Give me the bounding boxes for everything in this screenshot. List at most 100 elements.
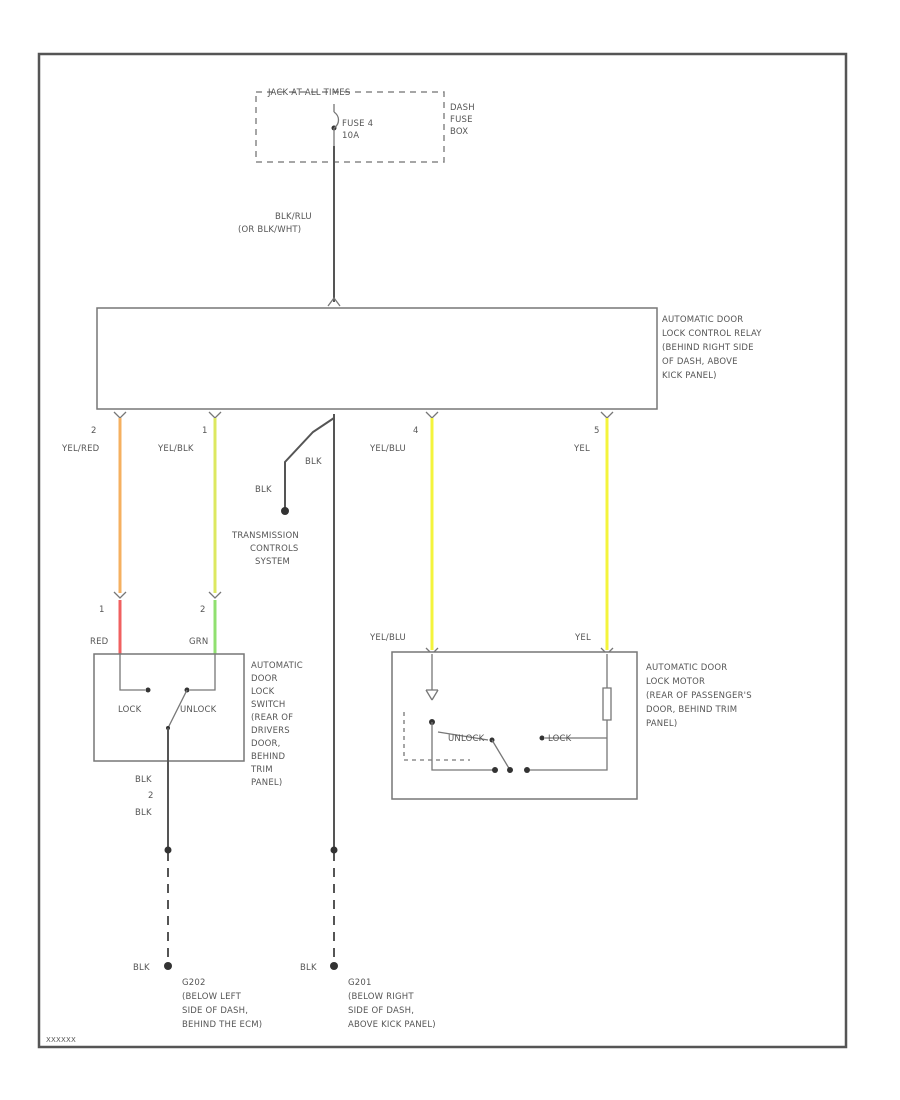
diagram-frame [37,52,848,1049]
motor-wire-label-yel-blu: YEL/BLU [369,633,406,643]
motor-wire-label-yel: YEL [574,633,591,643]
feed-wire-label-line1: BLK/RLU [275,212,312,222]
relay-pin2-number: 2 [91,426,97,436]
switch-ground-wire-bot: BLK [135,808,152,818]
motor-label-line4: DOOR, BEHIND TRIM [646,705,737,715]
wire-label-red: RED [90,637,109,647]
diagram-id: XXXXXX [46,1036,76,1044]
switch-lock-label: LOCK [118,705,142,715]
trans-label-line2: CONTROLS [250,544,299,554]
ground-g202-line2: SIDE OF DASH, [182,1006,248,1016]
relay-pin5-number: 5 [594,426,600,436]
switch-ground-wire-top: BLK [135,775,152,785]
relay-pin2-connector-icon [113,411,127,419]
motor-diode-icon [425,689,439,701]
ground-g201-splice-dot [330,846,338,854]
motor-dashed-link [403,712,470,761]
ground-g202-line1: (BELOW LEFT [182,992,242,1002]
lock-control-relay: AUTOMATIC DOOR LOCK CONTROL RELAY (BEHIN… [96,307,762,410]
ground-g202-id: G202 [182,978,206,988]
switch-pin2-connector-icon [208,591,222,599]
door-lock-motor: YEL/BLU YEL UNLOCK LOCK AUTOMATIC DOOR L… [369,633,752,800]
motor-circuit-left-lower [431,722,495,771]
relay-label-line1: AUTOMATIC DOOR [662,315,743,325]
switch-unlock-label: UNLOCK [180,705,217,715]
motor-lock-contact [539,735,545,741]
trans-wire [284,417,335,510]
ground-g201-line3: ABOVE KICK PANEL) [348,1020,436,1030]
fuse-label-line2: 10A [342,131,359,141]
motor-resistor-icon [602,687,612,721]
switch-label-line6: DRIVERS [251,726,290,736]
switch-label-line4: SWITCH [251,700,286,710]
fuse-box-header: JACK AT ALL TIMES [267,88,350,98]
fuse-box-side-label-1: DASH [450,103,475,113]
ground-g202-terminal-dot [164,962,172,970]
ground-g201-line1: (BELOW RIGHT [348,992,414,1002]
ground-g202-wire: BLK [133,963,150,973]
wire-label-blk-relay: BLK [305,457,322,467]
switch-label-line7: DOOR, [251,739,281,749]
switch-unlock-circuit [190,654,216,691]
switch-lock-contact [145,687,151,693]
ground-g201-line2: SIDE OF DASH, [348,1006,414,1016]
motor-label-line2: LOCK MOTOR [646,677,705,687]
wire-label-grn: GRN [189,637,208,647]
motor-unlock-label: UNLOCK [448,734,485,744]
motor-box [391,651,638,800]
ground-g201-wire: BLK [300,963,317,973]
trans-label-line3: SYSTEM [255,557,290,567]
ground-g202: BLK G202 (BELOW LEFT SIDE OF DASH, BEHIN… [133,963,262,1030]
feed-wire-label-line2: (OR BLK/WHT) [238,225,301,235]
switch-pin1-connector-icon [113,591,127,599]
relay-label-line4: OF DASH, ABOVE [662,357,738,367]
trans-wire-label: BLK [255,485,272,495]
trans-label-line1: TRANSMISSION [231,531,299,541]
switch-lever-icon [167,689,188,729]
motor-switch-lever-icon [491,739,511,771]
fuse-box-side-label-2: FUSE [450,115,473,125]
motor-label-line3: (REAR OF PASSENGER'S [646,691,752,701]
trans-wire-end-dot [281,507,289,515]
relay-label-line3: (BEHIND RIGHT SIDE [662,343,754,353]
switch-ground-pin: 2 [148,791,154,801]
fuse-box-side-label-3: BOX [450,127,468,137]
fuse-box: JACK AT ALL TIMES FUSE 4 10A DASH FUSE B… [255,88,475,163]
wire-label-yel-blu: YEL/BLU [369,444,406,454]
switch-label-line5: (REAR OF [251,713,293,723]
switch-lock-circuit [119,654,145,691]
motor-switch-node-a [492,767,498,773]
switch-label-line9: TRIM [250,765,273,775]
fuse-box-outline [255,91,445,163]
relay-input-connector-icon [327,296,341,307]
ground-g202-line3: BEHIND THE ECM) [182,1020,262,1030]
wire-label-yel-blk: YEL/BLK [157,444,194,454]
motor-unlock-contact-line [437,731,489,741]
relay-pin4-connector-icon [425,411,439,419]
switch-label-line10: PANEL) [251,778,282,788]
wire-label-yel-red: YEL/RED [61,444,100,454]
ground-g201: BLK G201 (BELOW RIGHT SIDE OF DASH, ABOV… [300,963,436,1030]
fuse-label-line1: FUSE 4 [342,119,373,129]
motor-circuit-right-lower [530,720,608,771]
door-lock-switch: LOCK UNLOCK AUTOMATIC DOOR LOCK SWITCH (… [93,653,303,788]
relay-pin1-number: 1 [202,426,208,436]
relay-label-line5: KICK PANEL) [662,371,717,381]
relay-pin5-connector-icon [600,411,614,419]
relay-pin1-connector-icon [208,411,222,419]
motor-switch-node-b [507,767,513,773]
fuse-link-icon [333,111,340,129]
wire-label-yel: YEL [573,444,590,454]
ground-g201-id: G201 [348,978,372,988]
relay-pin4-number: 4 [413,426,419,436]
switch-label-line2: DOOR [251,674,278,684]
motor-switch-node-c [524,767,530,773]
motor-lock-label: LOCK [548,734,572,744]
motor-label-line5: PANEL) [646,719,677,729]
relay-label-line2: LOCK CONTROL RELAY [662,329,762,339]
switch-label-line8: BEHIND [251,752,285,762]
switch-label-line3: LOCK [251,687,275,697]
switch-label-line1: AUTOMATIC [251,661,303,671]
relay-box [96,307,658,410]
